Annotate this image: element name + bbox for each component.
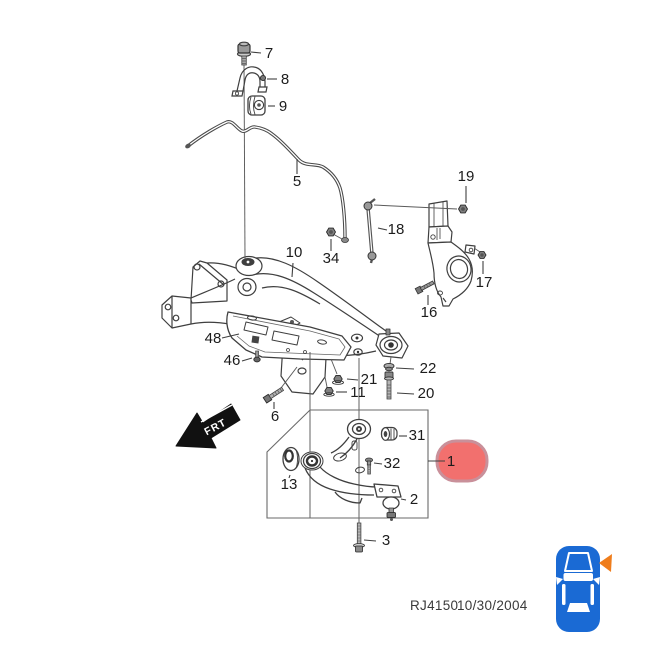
position-marker	[599, 554, 612, 572]
part-callout-8[interactable]: 8	[281, 71, 289, 88]
leader-lines	[221, 51, 484, 542]
stabilizer-bar-part	[185, 120, 349, 243]
bolt-46	[253, 350, 261, 363]
part-callout-48[interactable]: 48	[205, 330, 222, 347]
bushing-13-part	[282, 446, 300, 472]
assembly-line	[473, 247, 481, 253]
assembly-line	[243, 63, 246, 260]
part-callout-22[interactable]: 22	[420, 360, 437, 377]
fasteners	[253, 204, 487, 404]
bolt-3-part	[353, 522, 365, 553]
skid-plate-part	[226, 311, 352, 361]
part-callout-46[interactable]: 46	[224, 352, 241, 369]
part-callout-31[interactable]: 31	[409, 427, 426, 444]
knuckle-bolt-16-part	[414, 280, 435, 295]
steering-knuckle-part	[427, 200, 476, 307]
assembly-line	[330, 358, 338, 375]
stabilizer-bracket-part	[231, 66, 268, 97]
part-callout-32[interactable]: 32	[384, 455, 401, 472]
part-callout-18[interactable]: 18	[388, 221, 405, 238]
assembly-line	[389, 356, 392, 365]
control-arm-part	[300, 418, 402, 521]
assembly-lines	[280, 204, 481, 527]
assembly-line	[280, 366, 298, 389]
stabilizer-bushing-part	[247, 95, 266, 116]
leader-line	[346, 378, 359, 381]
part-callout-1[interactable]: 1	[447, 453, 455, 470]
figure-code: RJ4150	[410, 598, 458, 613]
leader-line	[396, 392, 415, 395]
assembly-line	[373, 204, 458, 210]
ball-joint-part	[373, 483, 402, 521]
figure-date: 10/30/2004	[457, 598, 528, 613]
leader-line	[291, 262, 294, 278]
bolt-6	[262, 386, 285, 404]
nut-11	[324, 386, 334, 396]
part-callout-21[interactable]: 21	[361, 371, 378, 388]
leader-line	[288, 474, 291, 479]
frt-direction-arrow: FRT	[175, 403, 241, 449]
bolt-32-part	[364, 457, 373, 475]
part-callout-13[interactable]: 13	[281, 476, 298, 493]
leader-line	[241, 357, 253, 362]
part-callout-11[interactable]: 11	[350, 384, 366, 401]
nut-21	[333, 374, 343, 384]
assembly-line	[324, 376, 328, 388]
part-callout-9[interactable]: 9	[279, 98, 287, 115]
kit-boundary-box	[266, 409, 429, 519]
part-callout-7[interactable]: 7	[265, 45, 273, 62]
part-callout-34[interactable]: 34	[323, 250, 340, 267]
part-callout-5[interactable]: 5	[293, 173, 301, 190]
leader-line	[363, 539, 377, 542]
vehicle-locator-icon	[556, 546, 612, 632]
part-callout-20[interactable]: 20	[418, 385, 435, 402]
assembly-line	[332, 233, 343, 240]
part-callout-17[interactable]: 17	[476, 274, 493, 291]
part-callout-10[interactable]: 10	[286, 244, 303, 261]
leader-line	[400, 498, 407, 501]
leader-line	[250, 51, 262, 54]
stabilizer-link-part	[363, 198, 377, 264]
leader-line	[373, 462, 383, 465]
part-callout-16[interactable]: 16	[421, 304, 438, 321]
assembly-lines-under	[243, 63, 246, 260]
stabilizer-clamp-bolt-part	[236, 41, 252, 66]
part-callout-3[interactable]: 3	[382, 532, 390, 549]
part-callout-19[interactable]: 19	[458, 168, 475, 185]
bushing-31-part	[380, 426, 398, 441]
part-callout-2[interactable]: 2	[410, 491, 418, 508]
leader-line	[377, 227, 388, 231]
leader-line	[221, 333, 240, 339]
leader-line	[395, 367, 415, 370]
bolt-20	[384, 371, 394, 400]
part-callout-6[interactable]: 6	[271, 408, 279, 425]
